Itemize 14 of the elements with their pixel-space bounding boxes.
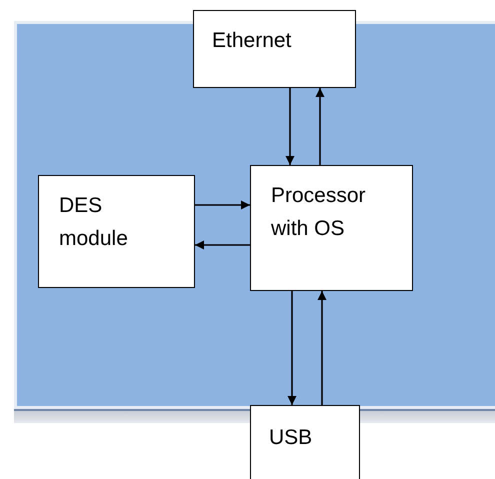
arrow: [195, 200, 250, 210]
arrow: [316, 88, 324, 166]
arrow: [286, 88, 294, 165]
block-box: [250, 165, 413, 291]
block-box: [250, 405, 360, 479]
arrow: [195, 240, 250, 250]
block-label: USB: [269, 425, 314, 451]
block-label: Processor with OS: [271, 183, 367, 242]
arrow: [288, 291, 296, 405]
block-box: [193, 10, 356, 88]
block-box: [38, 175, 195, 288]
block-label: Ethernet: [212, 28, 292, 54]
block-label: DES module: [59, 193, 129, 252]
arrow: [318, 291, 326, 406]
